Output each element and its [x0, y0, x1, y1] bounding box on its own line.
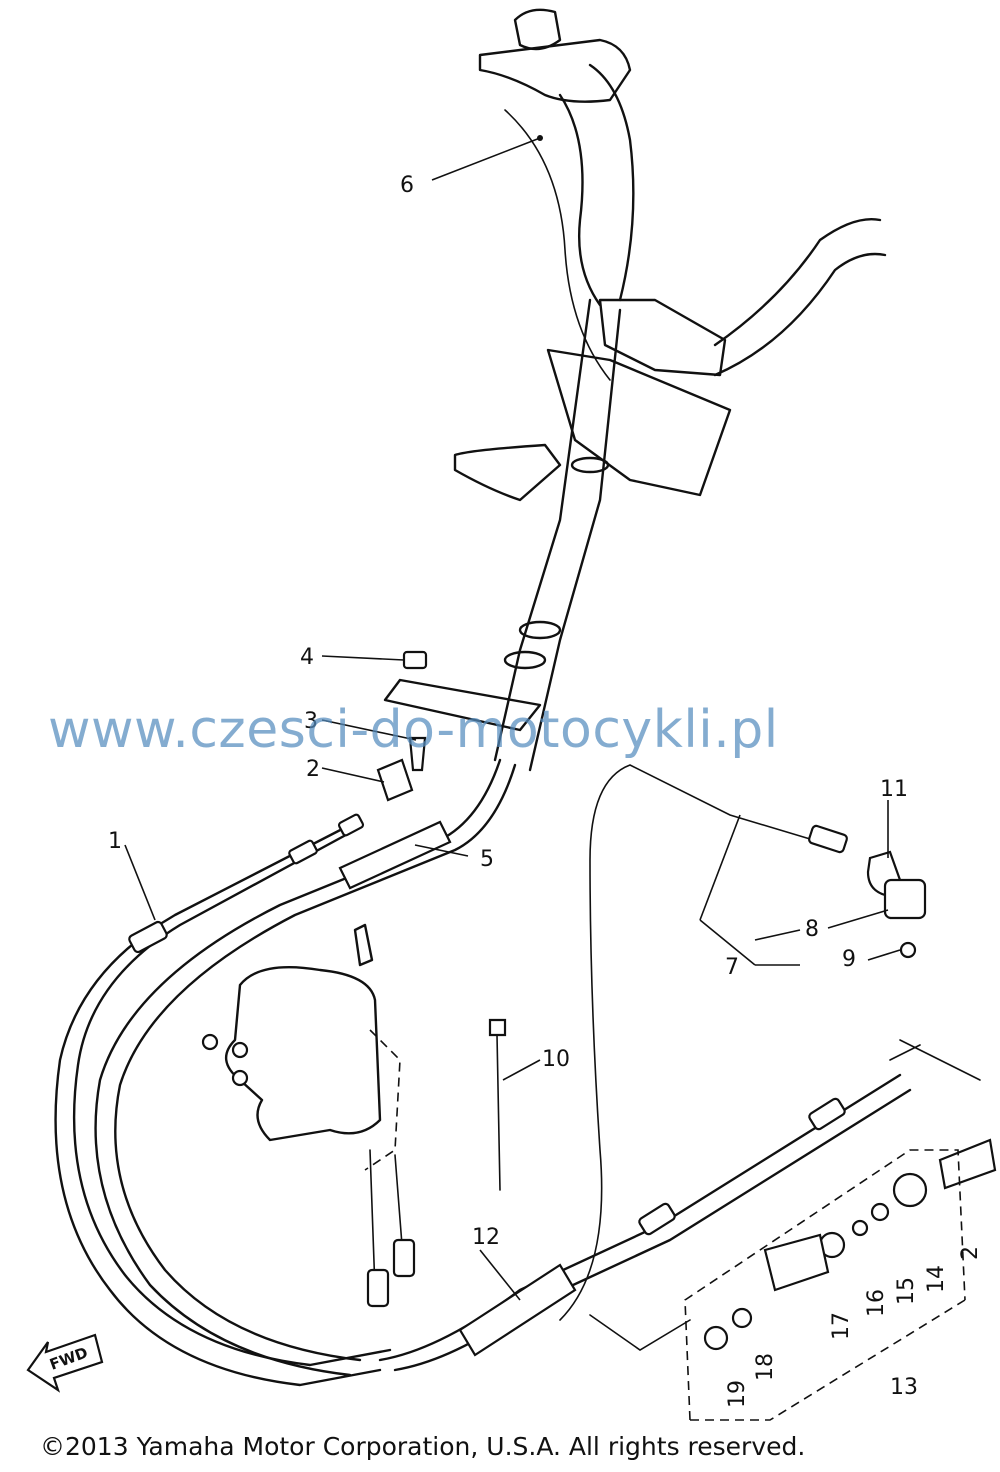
callout-7: 7 [725, 955, 739, 980]
callout-2: 2 [306, 757, 320, 782]
callout-10: 10 [542, 1047, 570, 1072]
callout-9: 9 [842, 947, 856, 972]
watermark-text: www.czesci-do-motocykli.pl [48, 700, 779, 760]
callout-5: 5 [480, 847, 494, 872]
callout-17: 17 [829, 1312, 854, 1340]
callout-2b: 2 [958, 1246, 983, 1260]
fwd-arrow: FWD [26, 1333, 104, 1393]
pump-body [201, 923, 416, 1308]
callout-18: 18 [753, 1353, 778, 1381]
kit-13-box [589, 1039, 981, 1421]
throttle-cable-1 [54, 813, 392, 1387]
callout-3: 3 [304, 709, 318, 734]
callouts: 6 4 3 2 1 5 11 8 7 9 10 12 2 14 15 16 17… [108, 173, 983, 1408]
callout-4: 4 [300, 645, 314, 670]
leader-lines [124, 135, 901, 1301]
callout-13: 13 [890, 1375, 918, 1400]
copyright-notice: ©2013 Yamaha Motor Corporation, U.S.A. A… [40, 1432, 806, 1461]
callout-14: 14 [924, 1265, 949, 1293]
callout-12: 12 [472, 1225, 500, 1250]
callout-1: 1 [108, 829, 122, 854]
callout-15: 15 [894, 1277, 919, 1305]
callout-19: 19 [725, 1380, 750, 1408]
cable-12 [378, 764, 921, 1372]
callout-16: 16 [864, 1289, 889, 1317]
callout-11: 11 [880, 777, 908, 802]
callout-8: 8 [805, 917, 819, 942]
callout-6: 6 [400, 173, 414, 198]
fittings-group [488, 850, 997, 1351]
cable-5 [94, 758, 517, 1377]
fasteners-group [376, 650, 428, 802]
handlebar-assembly [383, 8, 887, 772]
